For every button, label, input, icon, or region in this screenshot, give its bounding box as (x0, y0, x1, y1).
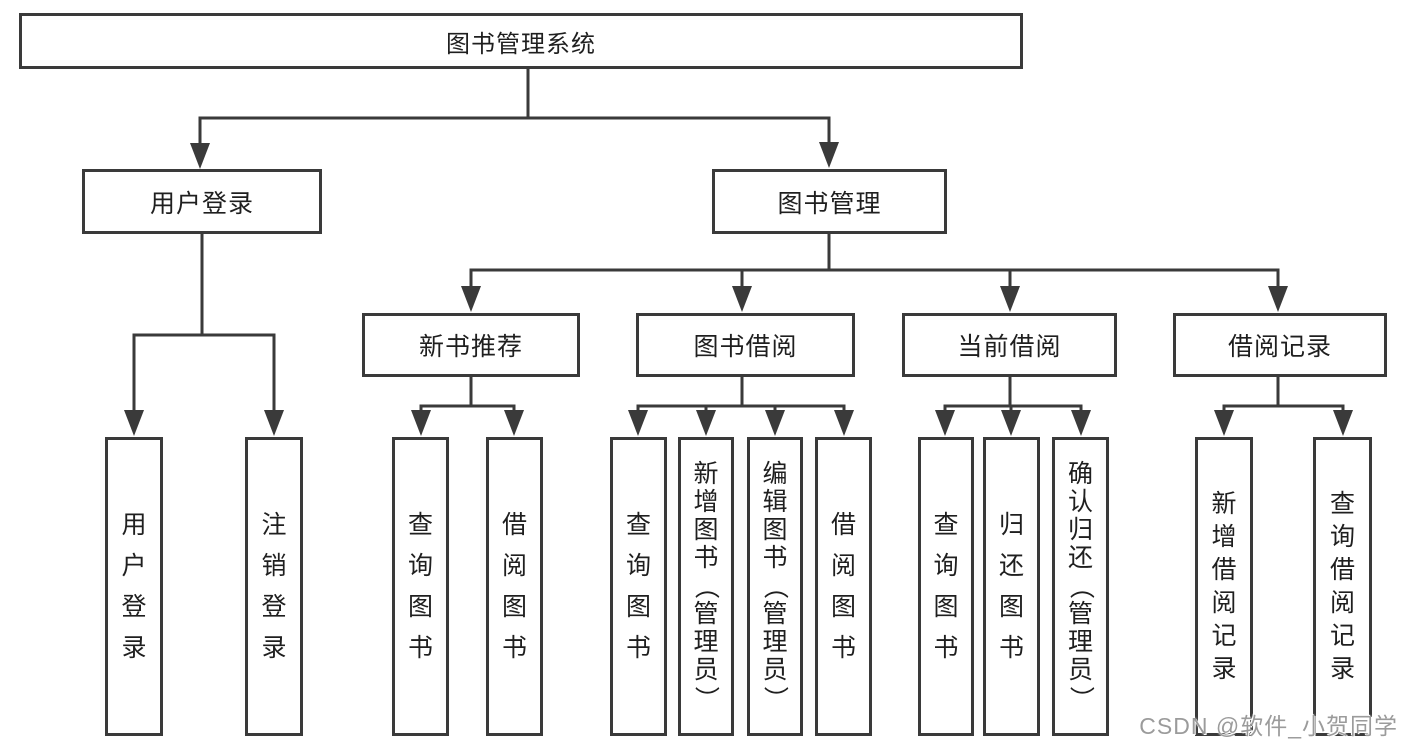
leaf-borrow-books: 借阅图书 (815, 437, 872, 736)
leaf-query-books-current: 查询图书 (918, 437, 974, 736)
leaf-return-books: 归还图书 (983, 437, 1040, 736)
leaf-borrow-books-recommend: 借阅图书 (486, 437, 543, 736)
node-book-management: 图书管理 (712, 169, 947, 234)
leaf-user-login: 用户登录 (105, 437, 163, 736)
leaf-query-books-borrow: 查询图书 (610, 437, 667, 736)
leaf-add-books-admin: 新增图书（管理员） (678, 437, 734, 736)
node-library-management-system: 图书管理系统 (19, 13, 1023, 69)
node-book-borrowing: 图书借阅 (636, 313, 855, 377)
leaf-confirm-return-admin: 确认归还（管理员） (1052, 437, 1109, 736)
leaf-edit-books-admin: 编辑图书（管理员） (747, 437, 803, 736)
leaf-logout: 注销登录 (245, 437, 303, 736)
leaf-query-books-recommend: 查询图书 (392, 437, 449, 736)
csdn-watermark: CSDN @软件_小贺同学 (1139, 713, 1398, 739)
node-borrowing-records: 借阅记录 (1173, 313, 1387, 377)
node-new-book-recommendation: 新书推荐 (362, 313, 580, 377)
node-current-borrowing: 当前借阅 (902, 313, 1117, 377)
node-user-login: 用户登录 (82, 169, 322, 234)
leaf-query-borrow-record: 查询借阅记录 (1313, 437, 1372, 736)
leaf-add-borrow-record: 新增借阅记录 (1195, 437, 1253, 736)
